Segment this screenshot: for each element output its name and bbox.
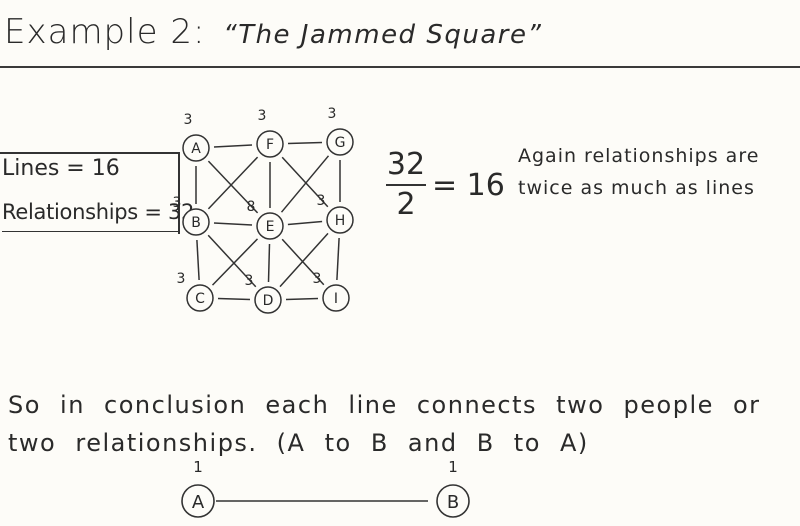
edge-h-d — [279, 232, 329, 288]
fraction-bar — [386, 184, 426, 186]
pair-right-node — [436, 484, 470, 518]
node-e-count: 8 — [247, 199, 256, 215]
node-d — [254, 286, 282, 314]
node-e-label: E — [266, 219, 275, 235]
graph-edges — [195, 141, 341, 301]
node-f-count: 3 — [258, 108, 267, 124]
page-title: Example 2: “The Jammed Square” — [4, 12, 542, 52]
node-e — [256, 212, 284, 240]
edge-e-h — [287, 220, 323, 226]
node-h-label: H — [335, 213, 346, 229]
node-b-label: B — [191, 215, 201, 231]
node-d-count: 3 — [245, 273, 254, 289]
edge-b-d — [207, 234, 257, 288]
node-g — [326, 128, 354, 156]
edge-g-e — [280, 155, 330, 213]
edge-a-f — [213, 144, 253, 148]
node-b — [182, 208, 210, 236]
node-d-label: D — [263, 293, 274, 309]
node-c — [186, 284, 214, 312]
fraction-result: = 16 — [432, 168, 505, 203]
title-underline — [0, 66, 800, 68]
node-c-count: 3 — [177, 271, 186, 287]
edge-c-d — [217, 297, 251, 301]
edge-d-i — [285, 297, 319, 301]
node-a-label: A — [191, 141, 201, 157]
lines-count-label: Lines = 16 — [2, 156, 120, 181]
node-b-count: 3 — [173, 195, 182, 211]
conclusion-text: So in conclusion each line connects two … — [8, 391, 761, 457]
edge-f-g — [287, 141, 323, 145]
pair-right-label: B — [447, 492, 459, 513]
pair-left-label: A — [192, 492, 205, 513]
edge-a-e — [207, 160, 259, 214]
pair-left-count: 1 — [193, 458, 203, 476]
edge-b-e — [213, 222, 253, 226]
edge-e-c — [211, 238, 259, 286]
node-g-count: 3 — [328, 106, 337, 122]
node-h-count: 3 — [317, 193, 326, 209]
node-i-count: 3 — [313, 271, 322, 287]
pair-right-count: 1 — [448, 458, 458, 476]
node-i-label: I — [334, 291, 338, 307]
node-h — [326, 206, 354, 234]
node-f — [256, 130, 284, 158]
edge-e-d — [267, 243, 271, 283]
node-g-label: G — [335, 135, 346, 151]
fraction-numerator: 32 — [386, 147, 426, 182]
node-i — [322, 284, 350, 312]
summary-bracket — [0, 152, 180, 234]
node-a-count: 3 — [184, 112, 193, 128]
edge-f-h — [281, 156, 329, 208]
node-c-label: C — [195, 291, 205, 307]
pair-example-diagram: 1 A 1 B — [181, 458, 470, 518]
title-subtitle: “The Jammed Square” — [223, 20, 543, 50]
edge-f-b — [207, 156, 259, 210]
edge-b-c — [196, 239, 200, 281]
node-f-label: F — [266, 137, 274, 153]
summary-bracket-bottom — [2, 231, 178, 232]
relationships-count-label: Relationships = 32 — [2, 200, 195, 224]
node-a — [182, 134, 210, 162]
edge-h-i — [336, 237, 340, 281]
relationship-note: Again relationships are twice as much as… — [518, 145, 760, 199]
fraction-denominator: 2 — [396, 187, 416, 222]
pair-left-node — [181, 484, 215, 518]
title-main: Example 2: — [4, 12, 206, 52]
fraction: 32 2 — [386, 150, 426, 220]
